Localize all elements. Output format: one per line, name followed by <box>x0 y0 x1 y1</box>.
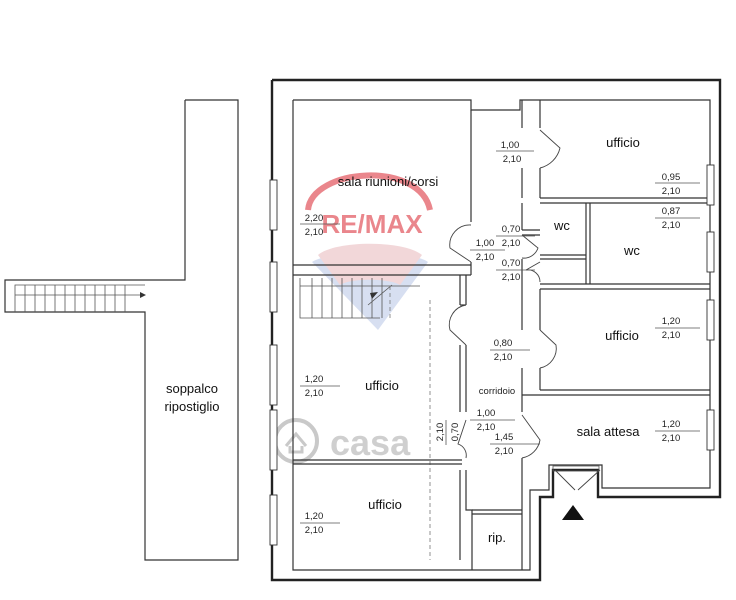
door-dim-width: 1,20 <box>662 316 681 327</box>
room-label-ripostiglio: ripostiglio <box>165 399 220 414</box>
door-dim-width: 0,70 <box>502 224 521 235</box>
room-label-wc-small: wc <box>553 218 570 233</box>
entrance-arrow-icon <box>562 505 584 520</box>
room-label-soppalco: soppalco <box>166 381 218 396</box>
door-dim-width: 1,20 <box>662 419 681 430</box>
room-label-ufficio-left-bottom: ufficio <box>368 497 402 512</box>
stair-arrow-icon <box>140 292 146 298</box>
door-dim-height: 2,10 <box>662 330 681 341</box>
room-label-ufficio-mid-right: ufficio <box>605 328 639 343</box>
door-dim-width: 2,20 <box>305 213 324 224</box>
interior-stair <box>299 278 420 319</box>
door-dim-height: 2,10 <box>435 423 446 442</box>
door-dim-height: 2,10 <box>662 220 681 231</box>
room-label-wc-large: wc <box>623 243 640 258</box>
room-label-corridoio: corridoio <box>479 386 515 397</box>
door-dim-height: 2,10 <box>502 272 521 283</box>
door-dim-width: 1,20 <box>305 374 324 385</box>
casa-watermark: casa <box>273 418 411 464</box>
door-dim-width: 0,87 <box>662 206 681 217</box>
door-dim-height: 2,10 <box>662 433 681 444</box>
door-dim-height: 2,10 <box>305 525 324 536</box>
door-dim-height: 2,10 <box>494 352 513 363</box>
dimension-lines <box>300 150 700 524</box>
door-dim-height: 2,10 <box>476 252 495 263</box>
door-dim-height: 2,10 <box>502 238 521 249</box>
doors <box>448 129 601 491</box>
room-label-ufficio-left-mid: ufficio <box>365 378 399 393</box>
building-walls <box>270 78 722 582</box>
door-dim-width: 0,70 <box>450 423 461 442</box>
door-dim-width: 1,45 <box>495 432 514 443</box>
remax-balloon-icon <box>305 172 433 211</box>
casa-watermark-text: casa <box>330 422 411 463</box>
door-dim-height: 2,10 <box>662 186 681 197</box>
casa-logo-icon <box>273 418 319 464</box>
left-stair <box>14 284 146 312</box>
door-dim-width: 1,20 <box>305 511 324 522</box>
door-dim-height: 2,10 <box>503 154 522 165</box>
door-dim-height: 2,10 <box>495 446 514 457</box>
room-label-sala-riunioni: sala riunioni/corsi <box>338 174 439 189</box>
door-dim-height: 2,10 <box>305 388 324 399</box>
door-dim-height: 2,10 <box>477 422 496 433</box>
room-label-rip: rip. <box>488 530 506 545</box>
door-dim-width: 1,00 <box>501 140 520 151</box>
door-dim-width: 1,00 <box>477 408 496 419</box>
door-dim-width: 0,80 <box>494 338 513 349</box>
remax-watermark: RE/MAX <box>305 172 433 330</box>
door-dimensions: 1,00 2,10 0,95 2,10 2,20 2,10 0,70 2,10 … <box>305 140 681 536</box>
room-label-ufficio-top-right: ufficio <box>606 135 640 150</box>
door-dim-width: 0,95 <box>662 172 681 183</box>
soppalco-structure <box>4 99 239 561</box>
stair-arrow-icon <box>370 292 378 299</box>
windows <box>269 164 715 546</box>
door-dim-height: 2,10 <box>305 227 324 238</box>
door-dim-width: 0,70 <box>502 258 521 269</box>
room-label-sala-attesa: sala attesa <box>577 424 641 439</box>
door-dim-width: 1,00 <box>476 238 495 249</box>
